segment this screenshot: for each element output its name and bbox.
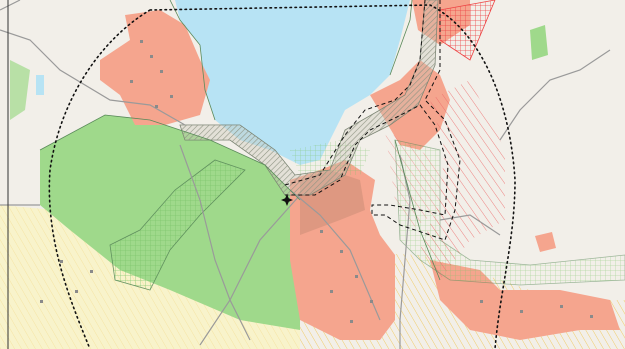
zone-outlines	[39, 0, 441, 281]
star-marker-icon[interactable]	[281, 194, 293, 206]
dotted-buffer	[48, 4, 516, 349]
water-body	[175, 0, 410, 165]
roads	[0, 0, 611, 349]
green-zone	[10, 25, 548, 330]
hatched-corridor	[179, 0, 439, 196]
building-dots	[40, 40, 593, 323]
dashed-corridor	[284, 0, 461, 241]
water-small	[36, 75, 44, 95]
